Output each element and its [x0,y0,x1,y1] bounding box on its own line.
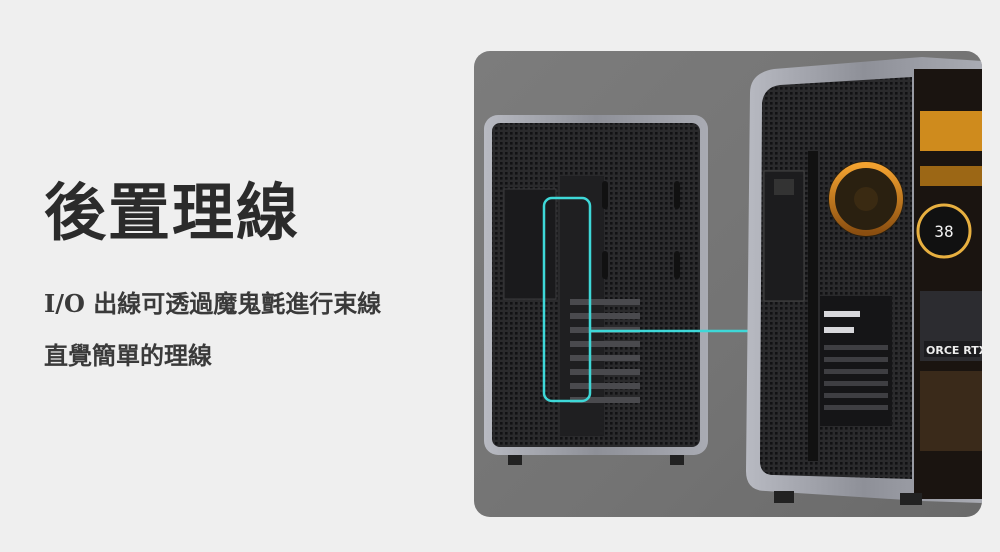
right-case: 38 ORCE RTX [746,57,982,505]
temp-readout: 38 [934,222,953,241]
description-line-2: 直覺簡單的理線 [44,341,212,370]
product-photo: 38 ORCE RTX [474,51,982,517]
gpu-label: ORCE RTX [926,344,982,357]
description-line-1: I/O 出線可透過魔鬼氈進行束線 [44,289,382,318]
page-title: 後置理線 [44,176,301,249]
left-case [484,115,708,465]
description: I/O 出線可透過魔鬼氈進行束線 直覺簡單的理線 [44,278,381,382]
